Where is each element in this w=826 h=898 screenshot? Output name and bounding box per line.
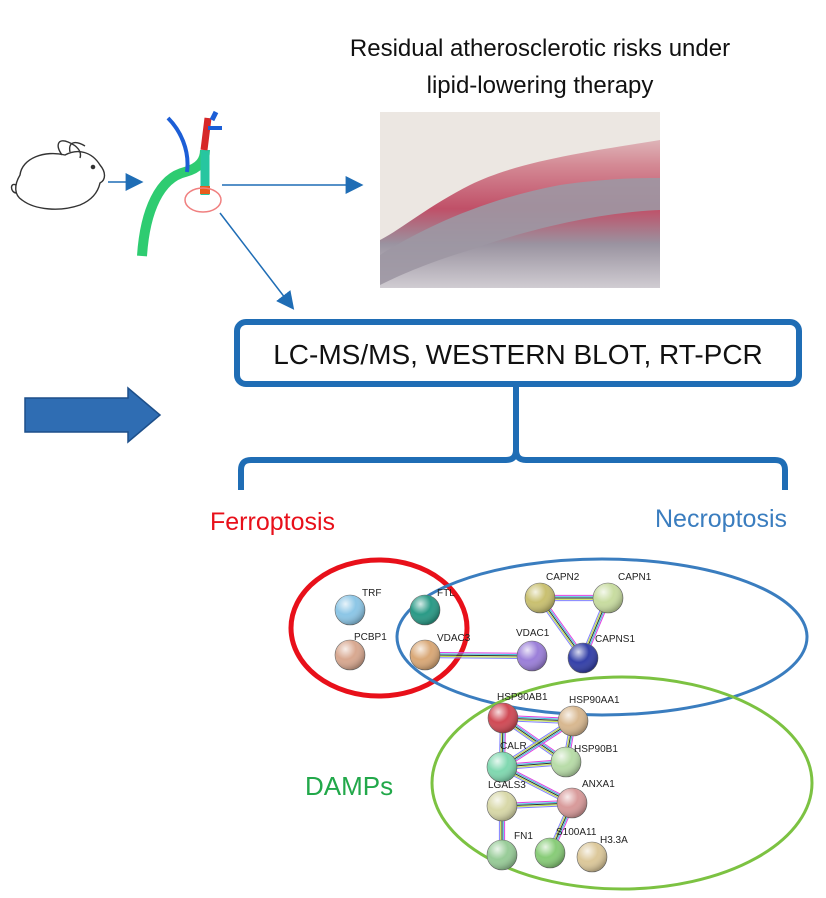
aorta-model xyxy=(137,110,222,257)
node-shine xyxy=(488,703,518,733)
node-label: H3.3A xyxy=(600,835,628,846)
node-shine xyxy=(577,842,607,872)
node-label: HSP90AB1 xyxy=(497,692,548,703)
big-arrow-icon xyxy=(24,386,162,444)
histology-image xyxy=(380,112,660,288)
damps-label: DAMPs xyxy=(305,771,393,801)
node-label: ANXA1 xyxy=(582,779,615,790)
node-VDAC1[interactable]: VDAC1 xyxy=(516,628,550,672)
node-shine xyxy=(487,840,517,870)
node-label: CAPN2 xyxy=(546,572,580,583)
node-FTL[interactable]: FTL xyxy=(409,588,455,626)
ferroptosis-label: Ferroptosis xyxy=(210,508,335,536)
node-shine xyxy=(558,706,588,736)
node-CALR[interactable]: CALR xyxy=(486,741,527,783)
node-shine xyxy=(335,640,365,670)
node-label: LGALS3 xyxy=(488,780,526,791)
node-shine xyxy=(487,791,517,821)
node-shine xyxy=(568,643,598,673)
damps-ellipse xyxy=(430,675,814,891)
node-shine xyxy=(525,583,555,613)
node-shine xyxy=(593,583,623,613)
node-shine xyxy=(551,747,581,777)
node-shine xyxy=(410,595,440,625)
node-CAPN2[interactable]: CAPN2 xyxy=(524,572,580,614)
node-FN1[interactable]: FN1 xyxy=(486,831,533,871)
methods-box xyxy=(234,319,802,387)
node-label: CAPNS1 xyxy=(595,634,635,645)
node-PCBP1[interactable]: PCBP1 xyxy=(334,632,387,671)
node-VDAC3[interactable]: VDAC3 xyxy=(409,633,471,671)
node-shine xyxy=(410,640,440,670)
node-LGALS3[interactable]: LGALS3 xyxy=(486,780,526,822)
edge-VDAC3-VDAC1 xyxy=(424,651,533,660)
node-shine xyxy=(487,752,517,782)
title-line-2: lipid-lowering therapy xyxy=(427,72,654,99)
node-HSP90AB1[interactable]: HSP90AB1 xyxy=(487,692,548,734)
arrow-to-methods xyxy=(219,212,295,310)
bracket xyxy=(238,385,788,490)
node-label: HSP90B1 xyxy=(574,744,618,755)
node-label: FN1 xyxy=(514,831,533,842)
rabbit-illustration xyxy=(10,140,106,210)
node-shine xyxy=(335,595,365,625)
node-HSP90B1[interactable]: HSP90B1 xyxy=(550,744,618,778)
necroptosis-ellipse xyxy=(395,557,809,717)
node-TRF[interactable]: TRF xyxy=(334,588,381,626)
ferroptosis-ellipse xyxy=(288,557,470,699)
node-label: HSP90AA1 xyxy=(569,695,620,706)
methods-text: LC-MS/MS, WESTERN BLOT, RT-PCR xyxy=(273,339,763,370)
node-CAPN1[interactable]: CAPN1 xyxy=(592,572,652,614)
node-S100A11[interactable]: S100A11 xyxy=(534,827,597,869)
region-circle xyxy=(184,187,222,213)
node-HSP90AA1[interactable]: HSP90AA1 xyxy=(557,695,620,737)
node-label: VDAC3 xyxy=(437,633,471,644)
node-CAPNS1[interactable]: CAPNS1 xyxy=(567,634,635,674)
node-label: VDAC1 xyxy=(516,628,550,639)
node-ANXA1[interactable]: ANXA1 xyxy=(556,779,615,819)
node-shine xyxy=(535,838,565,868)
node-H3.3A[interactable]: H3.3A xyxy=(576,835,628,873)
necroptosis-label: Necroptosis xyxy=(655,505,787,533)
node-label: CALR xyxy=(500,741,527,752)
node-label: TRF xyxy=(362,588,381,599)
node-label: CAPN1 xyxy=(618,572,652,583)
node-label: S100A11 xyxy=(556,827,597,838)
title-line-1: Residual atherosclerotic risks under xyxy=(350,35,730,62)
node-shine xyxy=(517,641,547,671)
node-label: PCBP1 xyxy=(354,632,387,643)
node-shine xyxy=(557,788,587,818)
node-label: FTL xyxy=(437,588,455,599)
